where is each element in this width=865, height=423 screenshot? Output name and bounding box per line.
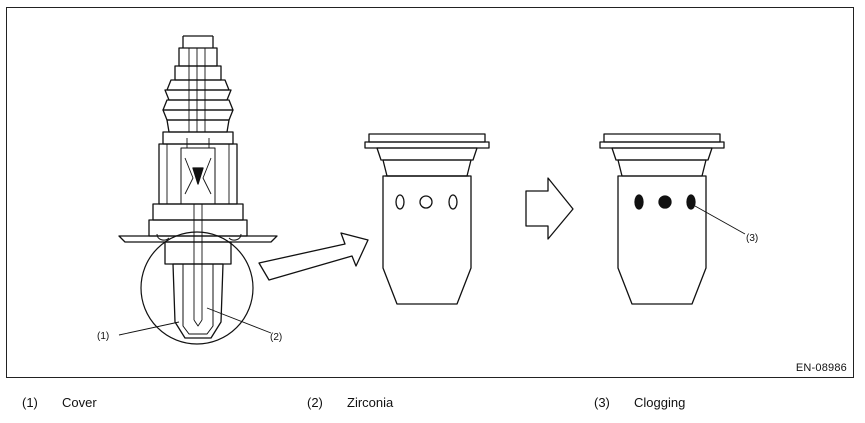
process-arrow — [525, 177, 574, 240]
callout-2-label: (2) — [270, 332, 282, 343]
oxygen-sensor-drawing — [118, 35, 278, 345]
legend-num: (2) — [307, 395, 323, 410]
figure-code: EN-08986 — [795, 362, 847, 374]
legend-label: Cover — [62, 395, 97, 410]
legend: (1) Cover (2) Zirconia (3) Clogging — [0, 395, 865, 415]
legend-item-clogging: (3) Clogging — [594, 395, 685, 410]
legend-label: Zirconia — [347, 395, 394, 410]
diagram-frame: (1) (2) (3) EN-08986 — [6, 7, 854, 378]
legend-item-zirconia: (2) Zirconia — [307, 395, 393, 410]
legend-label: Clogging — [634, 395, 686, 410]
legend-num: (1) — [22, 395, 38, 410]
callout-3-label: (3) — [746, 233, 758, 244]
legend-num: (3) — [594, 395, 610, 410]
cover-clogged — [599, 133, 746, 305]
callout-1-label: (1) — [97, 331, 109, 342]
arrow-to-cover — [258, 232, 369, 281]
sensor-diagram: (1) (2) (3) — [97, 35, 758, 345]
legend-item-cover: (1) Cover — [22, 395, 97, 410]
cover-clean — [364, 133, 490, 305]
